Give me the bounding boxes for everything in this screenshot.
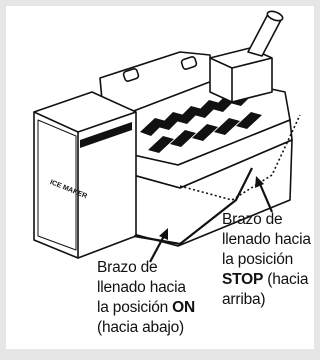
caption-stop-line-4-text: (hacia [263,271,309,288]
caption-stop-line-5: arriba) [222,291,266,308]
mounting-slot-right [180,56,198,70]
caption-on-line-4: (hacia abajo) [97,319,185,336]
arrow-on [149,228,168,263]
caption-stop-line-4: STOP (hacia [222,270,311,290]
caption-stop-keyword: STOP [222,271,264,288]
fill-arm-on [133,167,253,246]
caption-on-line-2: llenado hacia [97,279,186,296]
caption-on-line-1: Brazo de [97,259,158,276]
caption-stop-line-2: llenado hacia [222,231,311,248]
caption-stop-line-1: Brazo de [222,211,283,228]
water-inlet-end [266,10,284,22]
fill-arm-stop [179,114,301,201]
caption-stop-line-3: la posición [222,251,294,268]
housing-front-panel [37,119,77,251]
mounting-slot-left [122,68,140,82]
caption-on-keyword: ON [172,299,196,316]
caption-on-line-3-text: la posición [97,299,173,316]
housing-side-stripe [80,122,132,148]
caption-on-line-3: la posición ON [97,298,195,318]
caption-fill-arm-on: Brazo de llenado hacia la posición ON (h… [97,258,195,338]
caption-fill-arm-stop: Brazo de llenado hacia la posición STOP … [222,210,311,310]
arrow-stop [255,176,274,213]
